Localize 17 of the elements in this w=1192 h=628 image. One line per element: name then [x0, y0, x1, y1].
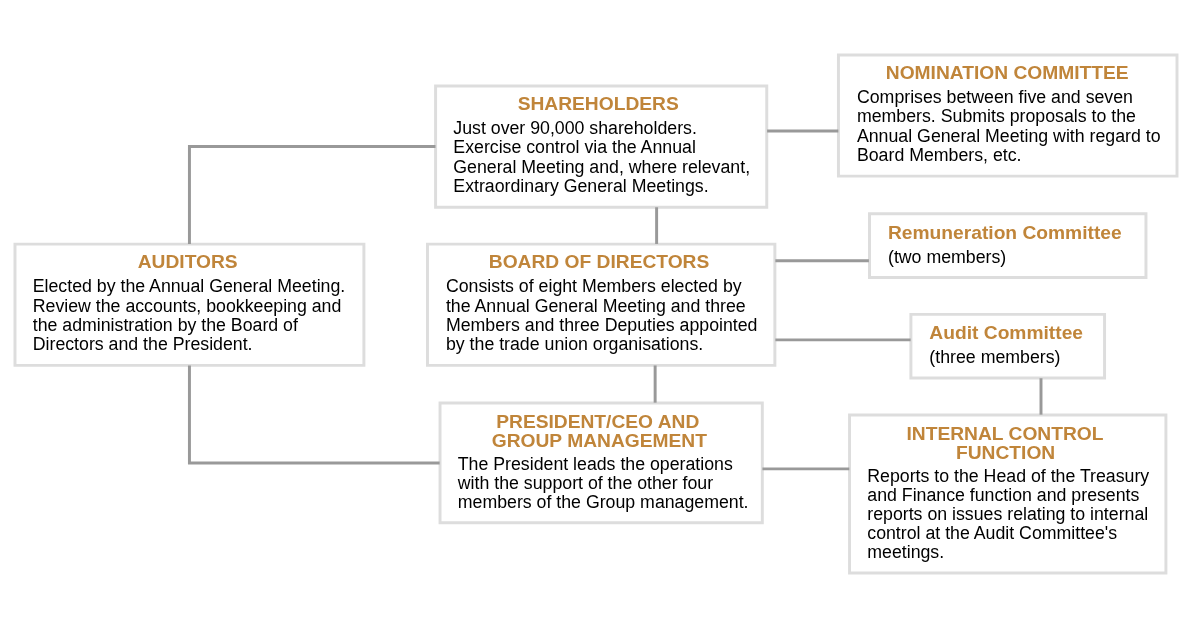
connector — [775, 259, 869, 263]
connector — [187, 145, 436, 245]
node-box: SHAREHOLDERS Just over 90,000 shareholders. Exercise control via the Annual General Meeting and, where relevant, Extraordinary General Meetings. — [434, 84, 769, 209]
node-box: PRESIDENT/CEO AND GROUP MANAGEMENT The President leads the operations with the support of the other four members of the Group management. — [438, 401, 764, 525]
connector — [653, 365, 657, 403]
node-box: Audit Committee (three members) — [909, 312, 1107, 380]
connector — [775, 338, 911, 342]
node-box: AUDITORS Elected by the Annual General Meeting. Review the accounts, bookkeeping and the administration by the Board of Directors and the President. — [13, 242, 366, 367]
node-box: NOMINATION COMMITTEE Comprises between five and seven members. Submits proposals to the Annual General Meeting with regard to Board Members, etc. — [836, 53, 1179, 178]
node-box: Remuneration Committee (two members) — [868, 212, 1148, 279]
connector — [655, 207, 659, 244]
node-box: INTERNAL CONTROL FUNCTION Reports to the Head of the Treasury and Finance function and presents reports on issues relating to internal control at the Audit Committee's meetings. — [848, 413, 1168, 575]
connector — [187, 365, 440, 465]
connector — [1039, 378, 1043, 415]
connector — [762, 467, 850, 471]
connector — [767, 129, 839, 133]
node-box: BOARD OF DIRECTORS Consists of eight Members elected by the Annual General Meeting and three Members and three Deputies appointed by the trade union organisations. — [425, 242, 777, 367]
